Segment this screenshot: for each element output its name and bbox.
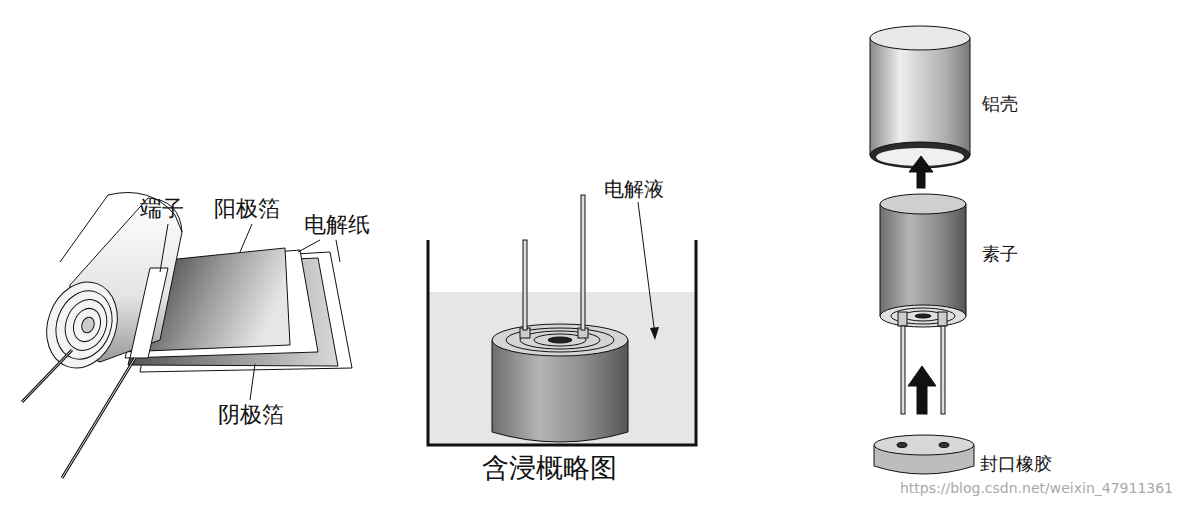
part-label: 阳极箔: [214, 196, 280, 221]
part-label: 素子: [982, 244, 1018, 265]
watermark: https://blog.csdn.net/weixin_47911361: [900, 480, 1173, 496]
part-label: 封口橡胶: [980, 454, 1052, 475]
assembly-figure: [870, 26, 974, 474]
part-label: 端子: [140, 196, 184, 221]
part-label: 电解液: [604, 178, 664, 201]
figure-caption: 含浸概略图: [482, 452, 617, 483]
part-label: 铝壳: [982, 94, 1018, 115]
winding-figure: [22, 193, 352, 479]
impregnation-figure: [428, 195, 696, 445]
part-label: 电解纸: [304, 212, 370, 237]
part-label: 阴极箔: [218, 402, 284, 427]
